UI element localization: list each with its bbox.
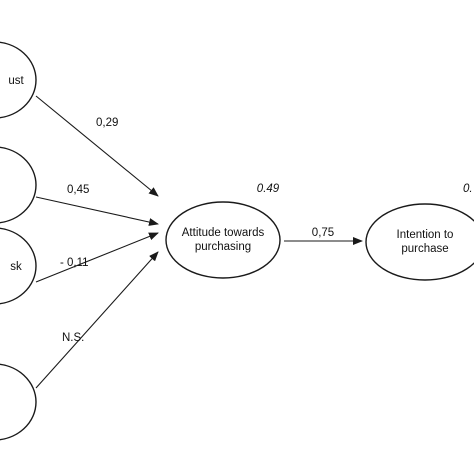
node-attitude-label-line2: purchasing [195,241,251,253]
coef-node2-to-attitude: 0,45 [67,184,89,196]
node-4 [0,363,37,441]
attitude-r-squared: 0.49 [257,183,280,195]
coef-risk-to-attitude: - 0,11 [60,257,89,269]
node-intention-label-line2: purchase [401,243,448,255]
coef-attitude-to-intention: 0,75 [312,227,334,239]
edge-node2-to-attitude [35,196,159,226]
node-intention [365,203,474,281]
node-trust-label: ust [8,75,24,87]
node-attitude [165,201,281,279]
edge-risk-to-attitude [35,232,159,283]
node-risk [0,227,37,305]
edge-node4-to-attitude [35,251,159,389]
node-2 [0,146,37,224]
edge-trust-to-attitude [35,95,159,197]
coef-node4-to-attitude: N.S. [62,332,84,344]
node-attitude-label-line1: Attitude towards [182,227,265,239]
coef-trust-to-attitude: 0,29 [96,117,118,129]
node-intention-label-line1: Intention to [397,229,454,241]
node-trust [0,41,37,119]
intention-r-squared: 0. [463,183,473,195]
node-risk-label: sk [10,261,22,273]
